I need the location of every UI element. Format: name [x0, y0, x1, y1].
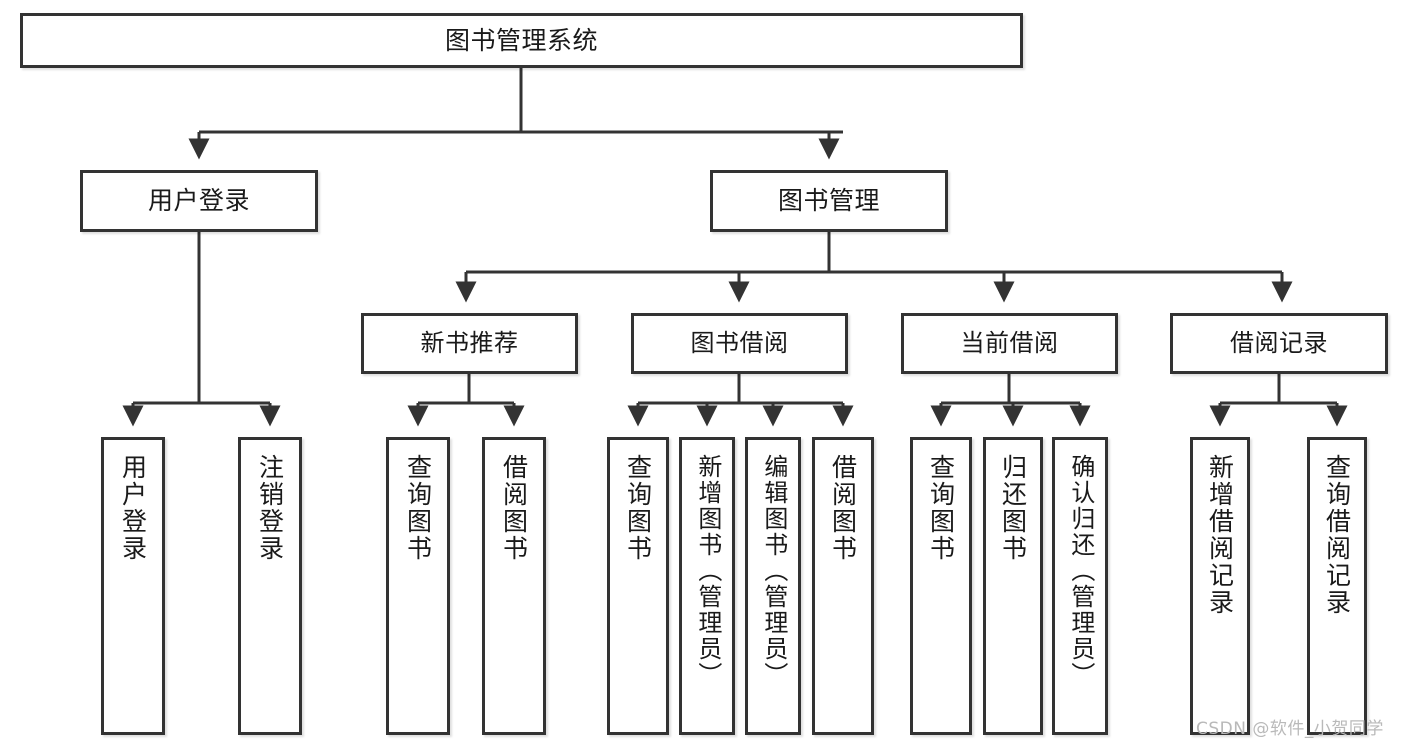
node-leaf-logout-label: 注销登录: [255, 454, 285, 562]
node-leaf-query-book-2-label: 查询图书: [623, 454, 653, 562]
node-leaf-query-book-3-label: 查询图书: [926, 454, 956, 562]
node-book-manage[interactable]: 图书管理: [710, 170, 948, 232]
node-book-manage-label: 图书管理: [777, 186, 880, 216]
node-new-book-recommend[interactable]: 新书推荐: [361, 313, 578, 374]
node-user-login[interactable]: 用户登录: [80, 170, 318, 232]
node-current-borrow[interactable]: 当前借阅: [901, 313, 1118, 374]
node-root-label: 图书管理系统: [444, 25, 598, 55]
node-leaf-logout[interactable]: 注销登录: [238, 437, 302, 735]
node-leaf-add-book-label: 新增图书（管理员）: [693, 454, 722, 688]
node-leaf-query-book-1[interactable]: 查询图书: [386, 437, 450, 735]
node-leaf-query-record-label: 查询借阅记录: [1322, 454, 1352, 616]
node-leaf-user-login-label: 用户登录: [118, 454, 148, 562]
node-leaf-return-book[interactable]: 归还图书: [983, 437, 1043, 735]
csdn-watermark: CSDN @软件_小贺同学: [1196, 719, 1384, 739]
node-user-login-label: 用户登录: [147, 186, 250, 216]
node-leaf-add-book[interactable]: 新增图书（管理员）: [679, 437, 735, 735]
node-book-borrow[interactable]: 图书借阅: [631, 313, 848, 374]
node-leaf-add-record[interactable]: 新增借阅记录: [1190, 437, 1250, 735]
node-leaf-edit-book-label: 编辑图书（管理员）: [759, 454, 788, 688]
node-new-book-recommend-label: 新书推荐: [420, 329, 519, 358]
node-book-borrow-label: 图书借阅: [690, 329, 789, 358]
node-leaf-edit-book[interactable]: 编辑图书（管理员）: [745, 437, 801, 735]
node-leaf-confirm-return-label: 确认归还（管理员）: [1066, 454, 1095, 688]
node-current-borrow-label: 当前借阅: [960, 329, 1059, 358]
node-leaf-borrow-book-2[interactable]: 借阅图书: [812, 437, 874, 735]
node-leaf-add-record-label: 新增借阅记录: [1205, 454, 1235, 616]
node-leaf-query-book-2[interactable]: 查询图书: [607, 437, 669, 735]
node-leaf-borrow-book-1[interactable]: 借阅图书: [482, 437, 546, 735]
node-root[interactable]: 图书管理系统: [20, 13, 1023, 68]
node-leaf-query-book-3[interactable]: 查询图书: [910, 437, 972, 735]
node-borrow-record-label: 借阅记录: [1230, 329, 1328, 358]
node-leaf-borrow-book-2-label: 借阅图书: [828, 454, 858, 562]
node-leaf-query-book-1-label: 查询图书: [403, 454, 433, 562]
node-leaf-return-book-label: 归还图书: [998, 454, 1028, 562]
node-leaf-borrow-book-1-label: 借阅图书: [499, 454, 529, 562]
node-leaf-confirm-return[interactable]: 确认归还（管理员）: [1052, 437, 1108, 735]
node-borrow-record[interactable]: 借阅记录: [1170, 313, 1388, 374]
node-leaf-query-record[interactable]: 查询借阅记录: [1307, 437, 1367, 735]
node-leaf-user-login[interactable]: 用户登录: [101, 437, 165, 735]
